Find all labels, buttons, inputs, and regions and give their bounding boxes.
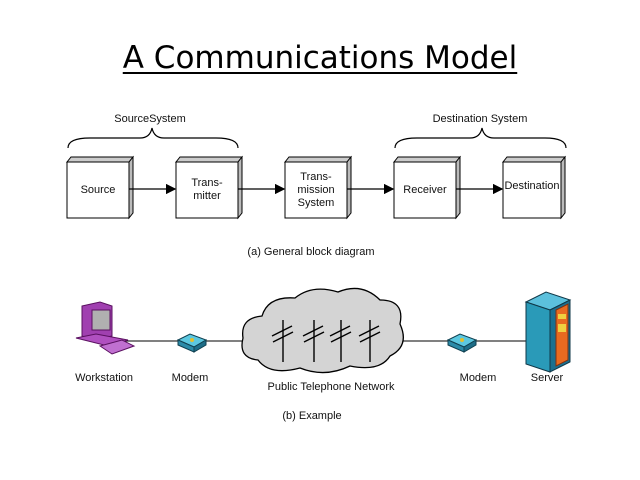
workstation-icon bbox=[75, 301, 136, 355]
block-label-destination: Destination bbox=[504, 179, 560, 192]
node-label-server: Server bbox=[530, 372, 564, 384]
block-label-source: Source bbox=[80, 183, 116, 196]
block-transmitter bbox=[174, 155, 244, 220]
block-label-transmitter: Trans- mitter bbox=[191, 177, 223, 202]
brace-destination-system bbox=[394, 127, 567, 149]
block-receiver bbox=[392, 155, 462, 220]
cloud-network-icon bbox=[241, 287, 404, 374]
block-label-transmission-system: Trans- mission System bbox=[297, 170, 335, 209]
node-label-network: Public Telephone Network bbox=[267, 381, 395, 393]
brace-source-system bbox=[67, 127, 239, 149]
node-label-workstation: Workstation bbox=[75, 372, 133, 384]
slide-title: A Communications Model bbox=[0, 40, 640, 76]
caption-example: (b) Example bbox=[282, 410, 342, 422]
block-label-receiver: Receiver bbox=[403, 183, 447, 196]
modem-icon-right bbox=[446, 333, 478, 353]
caption-block-diagram: (a) General block diagram bbox=[247, 246, 375, 258]
block-transmission-system bbox=[283, 155, 353, 220]
node-label-modem-left: Modem bbox=[171, 372, 209, 384]
group-label-source-system: SourceSystem bbox=[114, 113, 186, 125]
slide-title-text: A Communications Model bbox=[122, 40, 518, 76]
server-icon bbox=[524, 291, 572, 373]
block-source bbox=[65, 155, 135, 220]
group-label-destination-system: Destination System bbox=[432, 113, 528, 125]
node-label-modem-right: Modem bbox=[459, 372, 497, 384]
modem-icon-left bbox=[176, 333, 208, 353]
